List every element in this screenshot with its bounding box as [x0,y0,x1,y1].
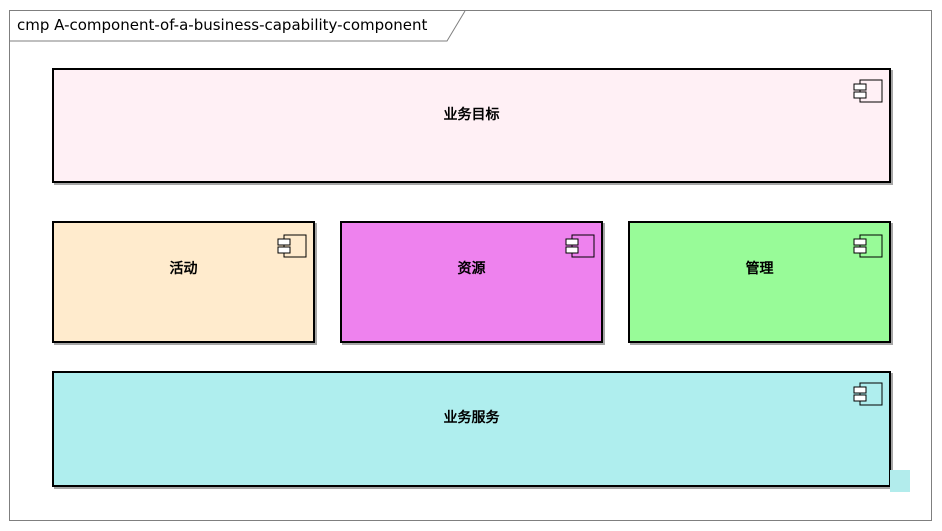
component-service[interactable]: 业务服务 [52,371,891,487]
component-manage-label: 管理 [745,261,774,277]
component-manage[interactable]: 管理 [628,221,891,343]
uml-component-icon [565,234,595,258]
frame-tab-outline [9,10,466,42]
component-resource-label: 资源 [457,261,486,277]
uml-component-icon [853,234,883,258]
component-goal-label: 业务目标 [443,107,500,123]
frame-title-tab: cmp A-component-of-a-business-capability… [9,10,469,42]
frame-title: cmp A-component-of-a-business-capability… [17,16,428,34]
component-activity[interactable]: 活动 [52,221,315,343]
component-resource[interactable]: 资源 [340,221,603,343]
component-goal[interactable]: 业务目标 [52,68,891,183]
uml-component-icon [853,79,883,103]
component-activity-label: 活动 [169,261,198,277]
diagram-frame [9,10,932,521]
uml-component-icon [277,234,307,258]
selection-corner-mark [890,470,910,492]
component-service-label: 业务服务 [443,410,500,426]
uml-component-icon [853,382,883,406]
